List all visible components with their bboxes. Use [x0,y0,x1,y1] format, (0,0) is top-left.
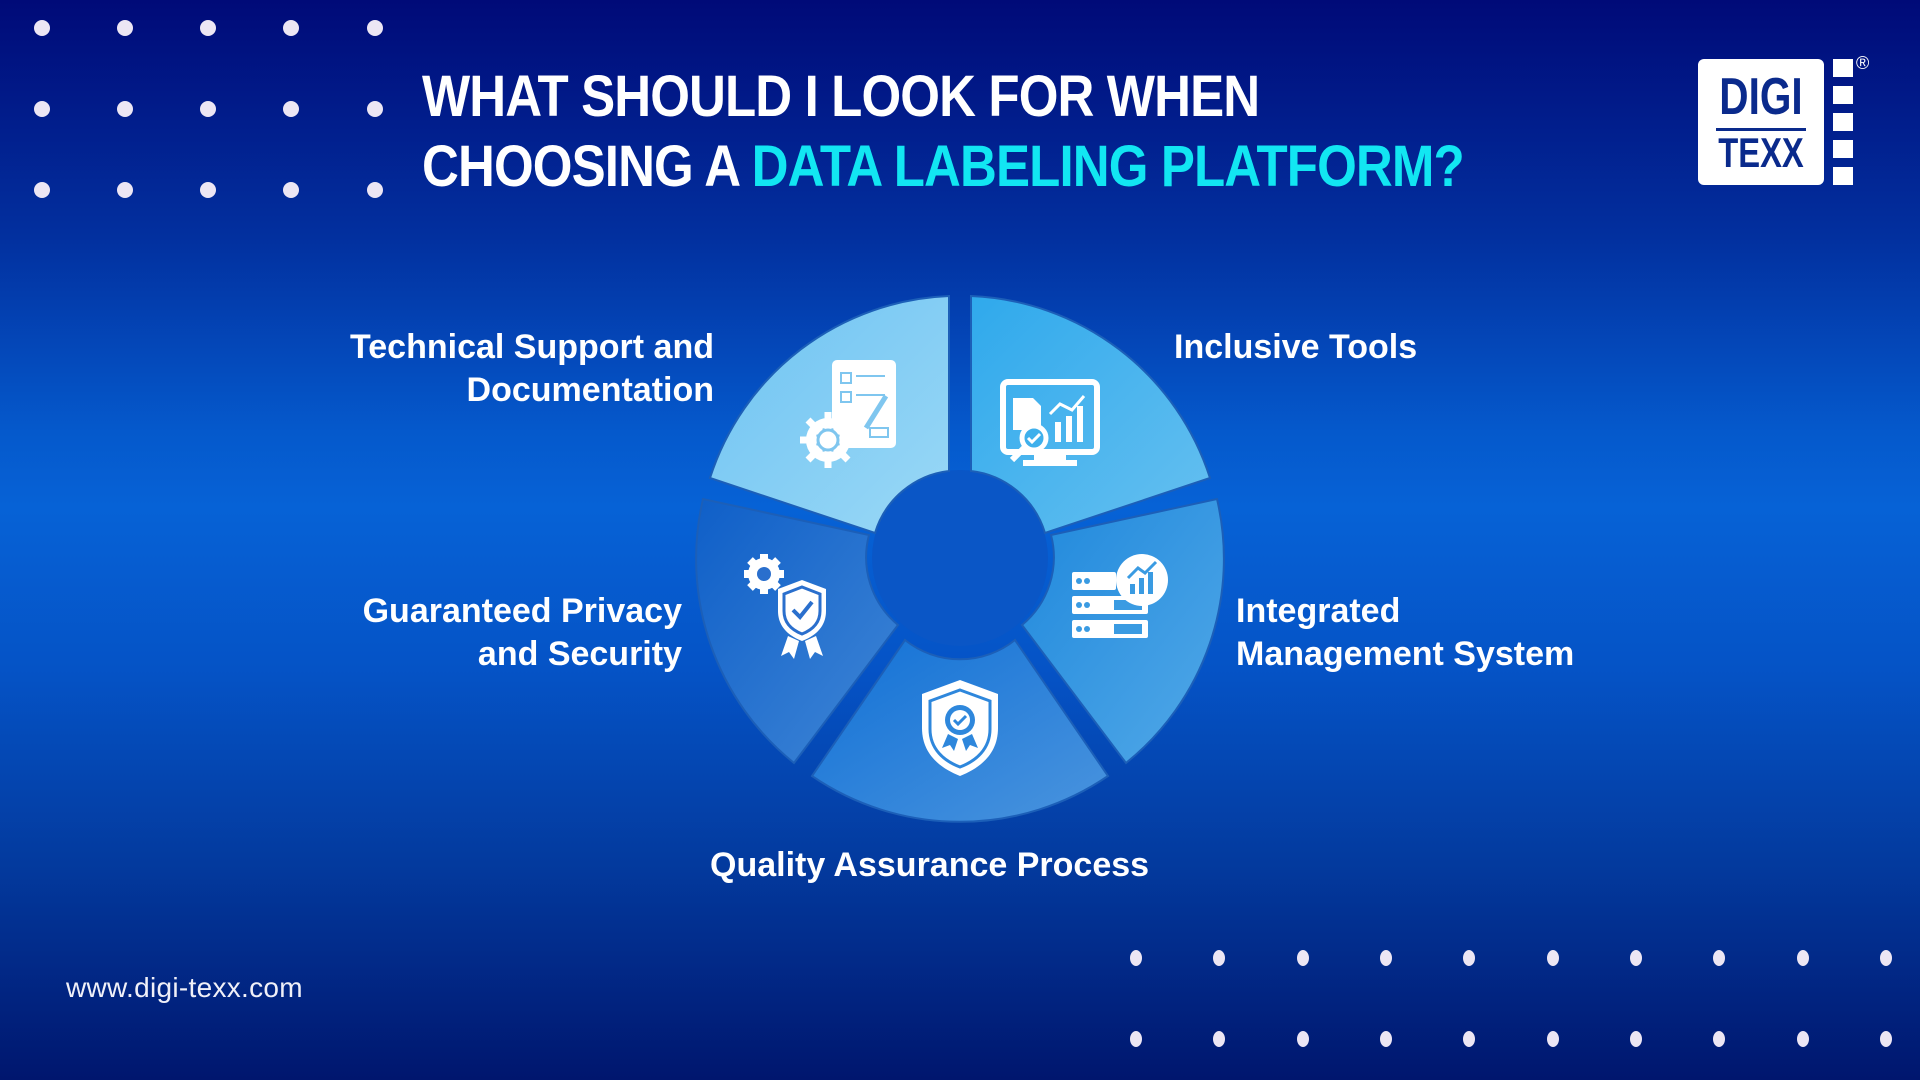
dot [200,182,216,198]
dot [1630,1031,1642,1047]
dot [1797,1031,1809,1047]
digitexx-logo: DIGI TEXX ® [1698,53,1888,189]
dot [1297,1031,1309,1047]
dot [1213,950,1225,966]
logo-text-digi: DIGI [1719,68,1803,126]
label-line: Management System [1236,635,1575,673]
label-line: and Security [477,635,682,673]
dot [1130,950,1142,966]
dot [1547,950,1559,966]
dot [367,182,383,198]
website-url: www.digi-texx.com [66,972,303,1003]
dot [1463,950,1475,966]
label-line: Inclusive Tools [1174,328,1418,366]
dot [34,20,50,36]
dot [200,20,216,36]
dot [1630,950,1642,966]
label-line: Technical Support and [350,328,714,366]
logo-film-strip [1833,86,1853,104]
dot [34,182,50,198]
dot [1713,1031,1725,1047]
label-line: Integrated [1236,592,1401,630]
dot [283,20,299,36]
title-line-1: WHAT SHOULD I LOOK FOR WHEN [422,64,1260,129]
label-line: Documentation [466,371,714,409]
label-quality-assurance: Quality Assurance Process [710,844,1149,887]
logo-box [1698,59,1824,185]
checklist-gear-icon [800,360,896,468]
dot [1713,950,1725,966]
title-accent: DATA LABELING PLATFORM? [751,134,1465,199]
logo-film-strip [1833,140,1853,158]
logo-film-strip [1833,167,1853,185]
dot [1463,1031,1475,1047]
label-inclusive-tools: Inclusive Tools [1174,326,1417,369]
shield-badge-icon [922,680,998,776]
wheel-hub [872,470,1048,646]
segment-inclusive-tools [970,294,1212,535]
wheel-graphic [695,294,1225,823]
title-line-2-prefix: CHOOSING A [422,134,752,199]
label-integrated-management: Integrated Management System [1236,590,1574,676]
registered-mark: ® [1856,53,1870,73]
label-guaranteed-privacy: Guaranteed Privacy and Security [363,590,682,676]
label-line: Quality Assurance Process [710,846,1150,884]
dot [1297,950,1309,966]
dot [117,20,133,36]
monitor-analytics-icon [1000,379,1100,466]
label-technical-support: Technical Support and Documentation [350,326,714,412]
dot [117,182,133,198]
dot [283,101,299,117]
dot [1213,1031,1225,1047]
dot [367,20,383,36]
server-chart-icon [1072,554,1168,638]
logo-film-strip [1833,113,1853,131]
dot [200,101,216,117]
title-line-2: CHOOSING A DATA LABELING PLATFORM? [422,132,1465,202]
dot [117,101,133,117]
dot [1130,1031,1142,1047]
label-line: Guaranteed Privacy [362,592,682,630]
logo-text-texx: TEXX [1718,129,1804,176]
logo-divider [1716,128,1806,131]
gear-shield-ribbon-icon [744,554,826,659]
five-segment-wheel [690,288,1230,828]
dot [1547,1031,1559,1047]
dot [1380,1031,1392,1047]
dot [1797,950,1809,966]
page-title: WHAT SHOULD I LOOK FOR WHEN CHOOSING A D… [422,62,1465,202]
dot [283,182,299,198]
dot [367,101,383,117]
dot [34,101,50,117]
dot [1880,1031,1892,1047]
logo-film-strip [1833,59,1853,77]
dot [1880,950,1892,966]
dot [1380,950,1392,966]
